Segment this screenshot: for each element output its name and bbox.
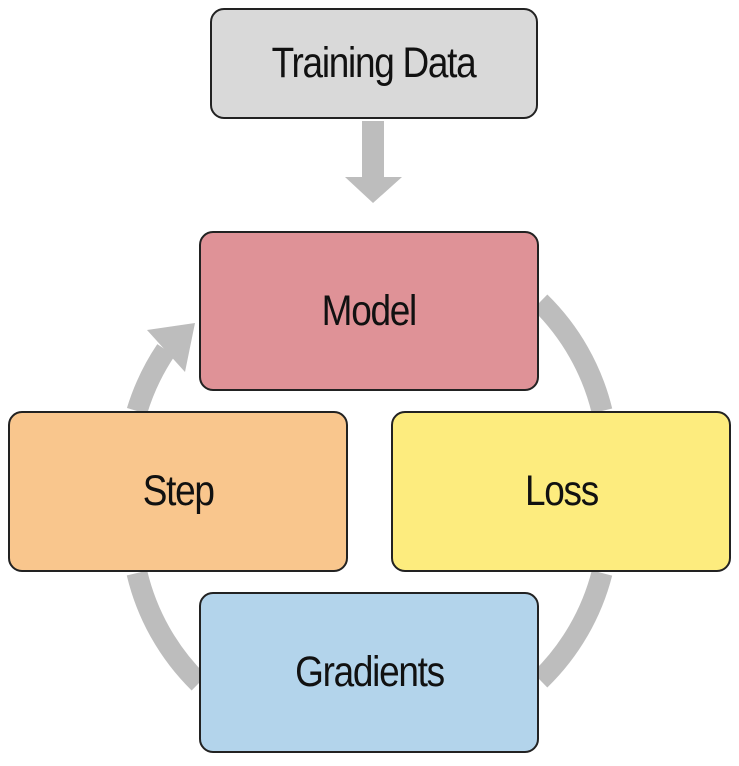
cycle-arc-gradients-to-step [126, 570, 207, 691]
step-label: Step [142, 467, 215, 515]
gradients-label: Gradients [294, 648, 445, 696]
cycle-arrowhead-icon [147, 323, 195, 372]
cycle-ring [126, 294, 613, 691]
cycle-arc-step-to-model [126, 344, 175, 415]
step-box: Step [8, 411, 348, 572]
loss-box: Loss [391, 411, 731, 572]
model-box: Model [199, 231, 539, 391]
training-data-box: Training Data [210, 8, 538, 119]
down-arrow-icon [345, 121, 402, 203]
loss-label: Loss [524, 467, 599, 515]
training-data-label: Training Data [272, 39, 477, 87]
cycle-arc-model-to-loss [532, 294, 613, 414]
model-label: Model [321, 286, 418, 335]
down-arrow-shaft [362, 121, 384, 179]
gradients-box: Gradients [199, 592, 539, 753]
cycle-arc-loss-to-gradients [532, 570, 613, 688]
down-arrow-head [345, 177, 402, 203]
